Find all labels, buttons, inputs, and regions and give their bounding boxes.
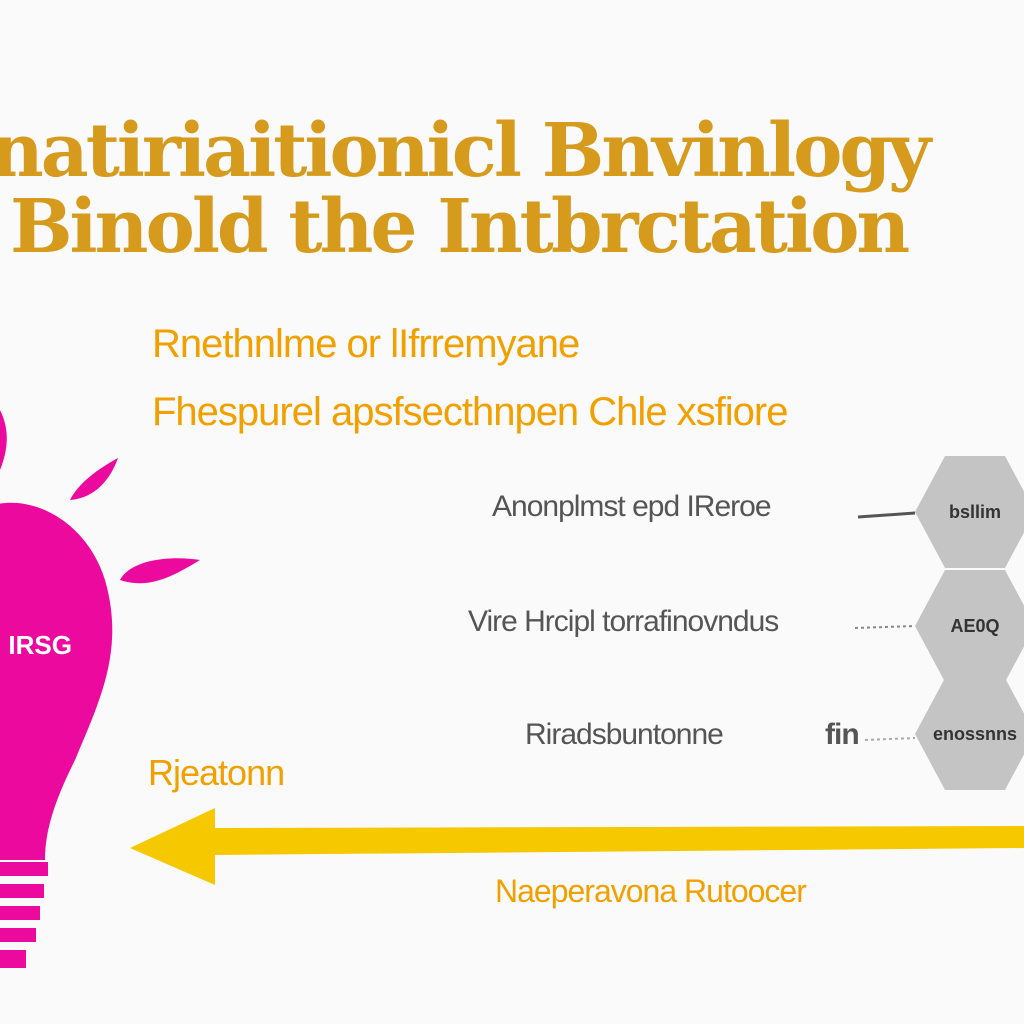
hexagon-label: enossnns [932, 723, 1018, 744]
light-ray [0, 410, 7, 470]
connector-line [864, 737, 916, 741]
item-label: Riradsbuntonne [525, 718, 724, 751]
connector-line [854, 625, 916, 629]
bottom-label: Naeperavona Rutoocer [495, 873, 807, 909]
light-ray [120, 558, 200, 584]
item-label: Anonplmst epd IReroe [492, 490, 772, 523]
arrow-left-icon [130, 808, 1024, 885]
connector-line [857, 511, 916, 519]
item-connector-label: fin [825, 718, 860, 751]
title-line-1: natiriaitionicl Bnvinlogy [0, 108, 931, 194]
subtitle-line-1: Rnethnlme or lIfrremyane [152, 322, 580, 366]
title-line-2: Binold the Intbrctation [10, 184, 910, 270]
bulb-text: IRSG [8, 630, 72, 660]
light-ray [70, 458, 118, 500]
arrow-label: Rjeatonn [148, 752, 285, 793]
lightbulb-icon [0, 410, 200, 968]
hexagon-label: AE0Q [950, 615, 1000, 636]
hexagon-label: bsllim [948, 501, 1001, 522]
subtitle-line-2: Fhespurel apsfsecthnpen Chle xsfiore [152, 390, 788, 434]
item-label: Vire Hrcipl torrafinovndus [468, 605, 779, 638]
